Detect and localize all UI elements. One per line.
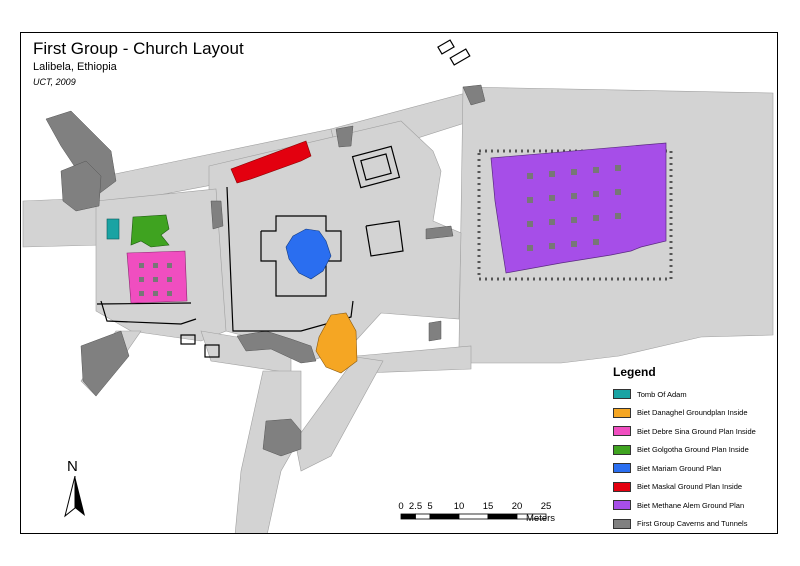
biet-methane-alem-plan[interactable] bbox=[490, 142, 667, 274]
scale-tick-label: 15 bbox=[482, 501, 494, 512]
north-arrow-icon bbox=[64, 476, 85, 518]
scale-tick-label: 25 bbox=[540, 501, 552, 512]
biet-golgotha-plan[interactable] bbox=[130, 214, 170, 248]
scale-tick-label: 0 bbox=[398, 501, 404, 512]
legend-item: Biet Golgotha Ground Plan Inside bbox=[609, 441, 775, 460]
legend-swatch bbox=[613, 407, 631, 418]
scale-bar-graphic bbox=[400, 513, 547, 520]
map-title: First Group - Church Layout bbox=[33, 39, 244, 58]
scale-segment bbox=[429, 513, 460, 520]
legend-item: Biet Mariam Ground Plan bbox=[609, 459, 775, 478]
legend-swatch bbox=[613, 518, 631, 529]
north-label: N bbox=[67, 458, 78, 475]
scale-tick-label: 10 bbox=[453, 501, 465, 512]
map-subtitle: Lalibela, Ethiopia bbox=[33, 61, 117, 73]
legend-item: Biet Danaghel Groundplan Inside bbox=[609, 404, 775, 423]
legend-swatch bbox=[613, 463, 631, 474]
legend-label: Biet Methane Alem Ground Plan bbox=[637, 500, 745, 510]
legend-swatch bbox=[613, 426, 631, 437]
biet-mariam-plan[interactable] bbox=[285, 228, 332, 280]
legend-label: Biet Debre Sina Ground Plan Inside bbox=[637, 426, 756, 436]
legend-swatch bbox=[613, 481, 631, 492]
legend-label: Biet Danaghel Groundplan Inside bbox=[637, 408, 748, 418]
legend-label: Tomb Of Adam bbox=[637, 389, 687, 399]
legend-item: Biet Maskal Ground Plan Inside bbox=[609, 478, 775, 497]
scale-tick-label: 2.5 bbox=[408, 501, 423, 512]
caverns-layer bbox=[45, 84, 486, 457]
legend-swatch bbox=[613, 500, 631, 511]
church-layout-map bbox=[22, 39, 774, 533]
biet-danaghel-plan[interactable] bbox=[315, 312, 358, 374]
scale-segment bbox=[516, 513, 547, 520]
scale-segment bbox=[487, 513, 518, 520]
legend-item: Tomb Of Adam bbox=[609, 385, 775, 404]
legend-item: First Group Caverns and Tunnels bbox=[609, 515, 775, 534]
scale-segment bbox=[458, 513, 489, 520]
legend-title: Legend bbox=[613, 365, 656, 379]
legend-swatch bbox=[613, 389, 631, 400]
scale-segment bbox=[415, 513, 431, 520]
map-credit: UCT, 2009 bbox=[33, 77, 76, 87]
scale-bar: 0 2.5 5 10 15 20 25 Meters bbox=[376, 501, 576, 531]
scale-tick-label: 5 bbox=[427, 501, 433, 512]
tomb-of-adam-plan[interactable] bbox=[106, 218, 120, 240]
legend-item: Biet Methane Alem Ground Plan bbox=[609, 496, 775, 515]
scale-tick-label: 20 bbox=[511, 501, 523, 512]
stairs-features-layer bbox=[96, 39, 471, 358]
map-frame: First Group - Church Layout Lalibela, Et… bbox=[20, 32, 778, 534]
scale-bar-units: Meters bbox=[526, 513, 556, 524]
debre-sina-pillars bbox=[139, 263, 172, 296]
legend-label: First Group Caverns and Tunnels bbox=[637, 519, 748, 529]
north-arrow: N bbox=[63, 458, 87, 518]
legend-item: Biet Debre Sina Ground Plan Inside bbox=[609, 422, 775, 441]
trench-layer bbox=[22, 86, 774, 533]
methane-alem-pillars bbox=[527, 165, 621, 251]
biet-maskal-plan[interactable] bbox=[230, 140, 312, 184]
legend-item: First Group Trench bbox=[609, 533, 775, 534]
scale-segment bbox=[400, 513, 416, 520]
legend-label: Biet Maskal Ground Plan Inside bbox=[637, 482, 743, 492]
legend-label: Biet Golgotha Ground Plan Inside bbox=[637, 445, 749, 455]
legend-swatch bbox=[613, 444, 631, 455]
legend-label: Biet Mariam Ground Plan bbox=[637, 463, 722, 473]
